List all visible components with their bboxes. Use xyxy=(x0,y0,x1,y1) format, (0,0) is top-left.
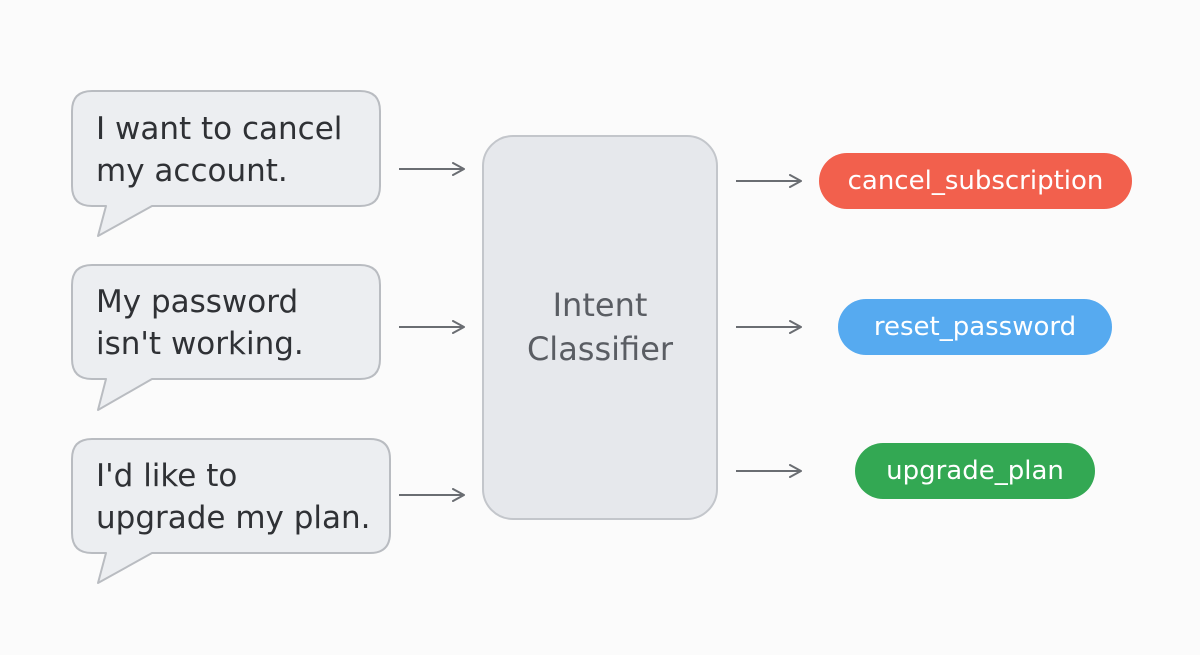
speech-bubble-1 xyxy=(71,90,381,237)
intent-cancel-subscription: cancel_subscription xyxy=(819,153,1132,209)
classifier-label: Intent Classifier xyxy=(483,283,717,371)
message-1-line-1: I want to cancel xyxy=(96,111,343,147)
message-3-line-1: I'd like to xyxy=(96,458,238,494)
message-3-line-2: upgrade my plan. xyxy=(96,500,371,536)
message-2-line-2: isn't working. xyxy=(96,326,304,362)
classifier-box xyxy=(482,135,718,520)
message-3-text: I'd like to upgrade my plan. xyxy=(96,455,371,539)
message-1-text: I want to cancel my account. xyxy=(96,108,342,192)
speech-bubble-2 xyxy=(71,264,381,411)
intent-reset-password: reset_password xyxy=(838,299,1112,355)
intent-upgrade-plan: upgrade_plan xyxy=(855,443,1095,499)
message-2-text: My password isn't working. xyxy=(96,281,304,365)
speech-bubble-3 xyxy=(71,438,391,584)
classifier-label-line-1: Intent xyxy=(552,286,648,324)
classifier-label-line-2: Classifier xyxy=(526,330,674,368)
message-2-line-1: My password xyxy=(96,284,299,320)
message-1-line-2: my account. xyxy=(96,153,288,189)
